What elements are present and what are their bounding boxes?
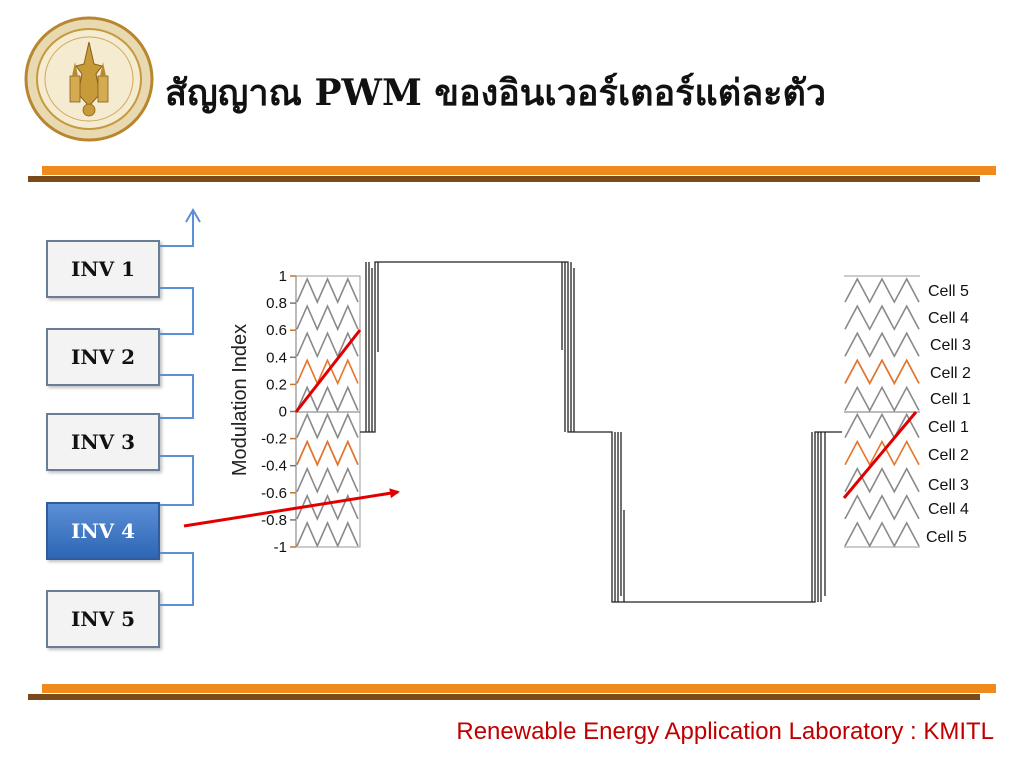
switching-edges-negative-rise <box>811 432 826 602</box>
y-tick-label: -1 <box>274 539 287 556</box>
waveform-main <box>360 261 842 603</box>
inv-box-1: INV 1 <box>46 240 160 298</box>
carrier-wave-highlighted <box>844 439 920 467</box>
switching-edges-positive-fall <box>561 262 575 432</box>
carrier-waves-left <box>296 277 359 548</box>
cell-label: Cell 4 <box>928 501 969 518</box>
y-tick-label: 0 <box>279 404 287 421</box>
inv-label: INV 1 <box>70 257 136 281</box>
y-tick-label: 1 <box>279 268 287 285</box>
header-bar-orange <box>42 166 996 175</box>
inv-label: INV 2 <box>70 345 136 369</box>
carrier-wave <box>296 304 359 332</box>
inv-label: INV 5 <box>70 607 136 631</box>
carrier-wave <box>844 385 920 413</box>
cell-label: Cell 4 <box>928 310 969 327</box>
y-axis-ticks: 1 0.8 0.6 0.4 0.2 0 -0.2 -0.4 -0.6 -0.8 -1 <box>261 268 296 556</box>
y-axis-label: Modulation Index <box>229 324 251 476</box>
cell-label: Cell 1 <box>930 391 971 408</box>
inv-box-5: INV 5 <box>46 590 160 648</box>
carrier-waves-right <box>844 277 920 548</box>
carrier-wave <box>296 520 359 548</box>
inv4-pointer-arrow <box>183 488 400 528</box>
connector-inv3-inv4 <box>160 455 194 506</box>
reference-signal-left <box>294 329 362 413</box>
carrier-wave <box>844 304 920 331</box>
connector-inv1-inv2 <box>160 287 194 335</box>
cascade-connectors <box>160 208 201 606</box>
right-cell-labels-upper: Cell 5 Cell 4 Cell 3 Cell 2 Cell 1 <box>928 283 971 408</box>
carrier-wave <box>844 494 920 521</box>
inv-box-4-active: INV 4 <box>46 502 160 560</box>
y-tick-label: -0.8 <box>261 512 287 529</box>
footer-lab-name: Renewable Energy Application Laboratory … <box>456 718 994 745</box>
footer-bar-orange <box>42 684 996 693</box>
carrier-wave <box>296 412 359 440</box>
header-bar-brown <box>28 176 980 182</box>
inv-box-2: INV 2 <box>46 328 160 386</box>
connector-inv4-inv5 <box>160 552 194 606</box>
inv-box-3: INV 3 <box>46 413 160 471</box>
cell-label: Cell 3 <box>928 477 969 494</box>
cell-label: Cell 5 <box>926 529 967 546</box>
carrier-wave <box>296 385 359 413</box>
y-tick-label: 0.2 <box>266 376 287 393</box>
slide-title: สัญญาณ PWM ของอินเวอร์เตอร์แต่ละตัว <box>165 72 827 114</box>
right-cell-labels-lower: Cell 1 Cell 2 Cell 3 Cell 4 Cell 5 <box>926 419 969 546</box>
cell-label: Cell 2 <box>930 365 971 382</box>
y-tick-label: -0.6 <box>261 485 287 502</box>
y-tick-label: -0.2 <box>261 431 287 448</box>
reference-signal-right <box>842 411 918 499</box>
carrier-wave <box>844 466 920 494</box>
footer-bar-brown <box>28 694 980 700</box>
carrier-wave <box>844 521 920 548</box>
carrier-wave <box>844 412 920 440</box>
carrier-wave-highlighted <box>296 439 359 467</box>
carrier-wave-highlighted <box>844 358 920 386</box>
cell-label: Cell 5 <box>928 283 969 300</box>
cell-label: Cell 3 <box>930 337 971 354</box>
switching-edges-negative-fall <box>614 432 625 602</box>
output-arrow-up <box>185 208 201 223</box>
carrier-wave <box>844 331 920 358</box>
university-seal-logo <box>24 16 154 142</box>
switching-edges-positive-rise <box>365 262 379 432</box>
connector-inv2-inv3 <box>160 374 194 419</box>
y-tick-label: 0.6 <box>266 322 287 339</box>
carrier-wave <box>296 466 359 494</box>
carrier-wave <box>296 331 359 359</box>
y-tick-label: -0.4 <box>261 458 287 475</box>
carrier-wave <box>296 493 359 521</box>
carrier-wave <box>844 277 920 304</box>
y-tick-label: 0.8 <box>266 295 287 312</box>
cell-label: Cell 2 <box>928 447 969 464</box>
carrier-wave <box>296 277 359 305</box>
carrier-waves-right-block: Cell 5 Cell 4 Cell 3 Cell 2 Cell 1 Cell … <box>842 275 971 548</box>
carrier-wave-highlighted <box>296 358 359 386</box>
y-tick-label: 0.4 <box>266 349 287 366</box>
connector-inv1 <box>160 212 194 247</box>
output-waveform <box>360 261 842 603</box>
cell-label: Cell 1 <box>928 419 969 436</box>
inv-label: INV 4 <box>70 519 136 543</box>
carrier-plot: 1 0.8 0.6 0.4 0.2 0 -0.2 -0.4 -0.6 -0.8 -1 Modulat… <box>229 268 362 556</box>
inv-label: INV 3 <box>70 430 136 454</box>
